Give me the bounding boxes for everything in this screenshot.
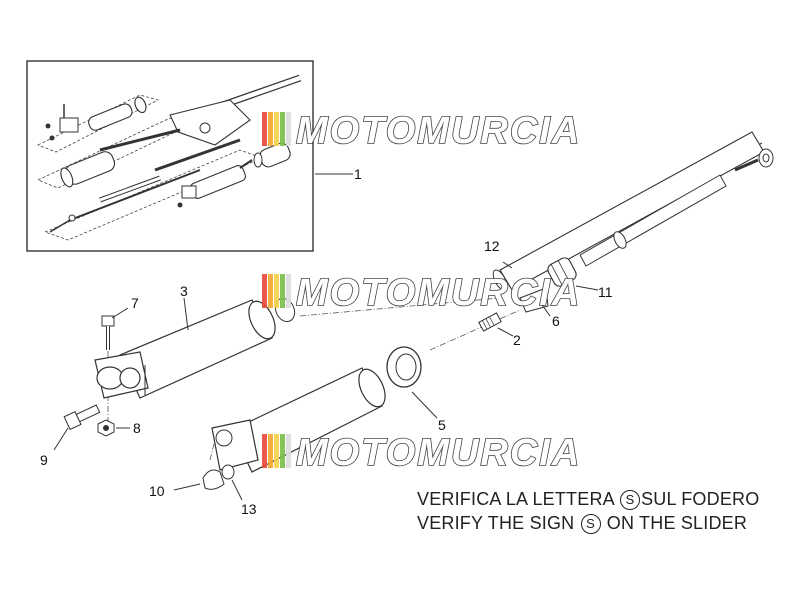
callout-13: 13 [241, 501, 257, 517]
inset-box [26, 60, 314, 252]
cap-nut-10 [202, 469, 225, 490]
note-english: VERIFY THE SIGN S ON THE SLIDER [417, 513, 747, 534]
upper-fork-tube [492, 131, 774, 291]
seal-ring [386, 346, 422, 388]
note-italian-before: VERIFICA LA LETTERA [417, 489, 620, 509]
watermark-stripe [274, 274, 279, 308]
callout-1: 1 [354, 166, 362, 182]
watermark-text: MOTOMURCIA [296, 110, 581, 152]
leader-lines [53, 173, 599, 501]
left-fork-slider [94, 297, 296, 399]
s-sign-icon: S [620, 490, 641, 510]
cone-part [519, 287, 549, 313]
callout-2: 2 [513, 332, 521, 348]
watermark-stripe [286, 112, 291, 146]
note-english-before: VERIFY THE SIGN [417, 513, 580, 533]
watermark-stripe [268, 274, 273, 308]
watermark-stripe [268, 434, 273, 468]
note-italian-after: SUL FODERO [641, 489, 760, 509]
callout-3: 3 [180, 283, 188, 299]
watermark-text: MOTOMURCIA [296, 272, 581, 314]
watermark-stripe [268, 112, 273, 146]
screw-part [478, 312, 502, 332]
callout-7: 7 [131, 295, 139, 311]
watermark-text: MOTOMURCIA [296, 432, 581, 474]
note-english-after: ON THE SLIDER [601, 513, 748, 533]
callout-10: 10 [149, 483, 165, 499]
watermark-stripe [280, 112, 285, 146]
bolt-7 [101, 315, 115, 350]
washer-13 [221, 464, 235, 480]
callout-8: 8 [133, 420, 141, 436]
callout-11: 11 [598, 284, 613, 300]
callout-9: 9 [40, 452, 48, 468]
callout-5: 5 [438, 417, 446, 433]
callouts: 1 2 3 5 6 7 8 9 10 11 12 13 [40, 166, 613, 517]
watermark-stripe [286, 434, 291, 468]
callout-12: 12 [484, 238, 500, 254]
watermark-stripe [274, 434, 279, 468]
bolt-9 [63, 404, 101, 431]
callout-6: 6 [552, 313, 560, 329]
watermark-stripe [262, 112, 267, 146]
nut-8 [97, 419, 115, 437]
watermark-stripe [280, 434, 285, 468]
watermark: MOTOMURCIA MOTOMURCIA MOTOMURCIA [262, 109, 581, 475]
watermark-stripe [262, 434, 267, 468]
watermark-stripe [262, 274, 267, 308]
watermark-stripe [286, 274, 291, 308]
watermark-stripe [280, 274, 285, 308]
watermark-stripe [274, 112, 279, 146]
s-sign-icon: S [580, 514, 601, 534]
